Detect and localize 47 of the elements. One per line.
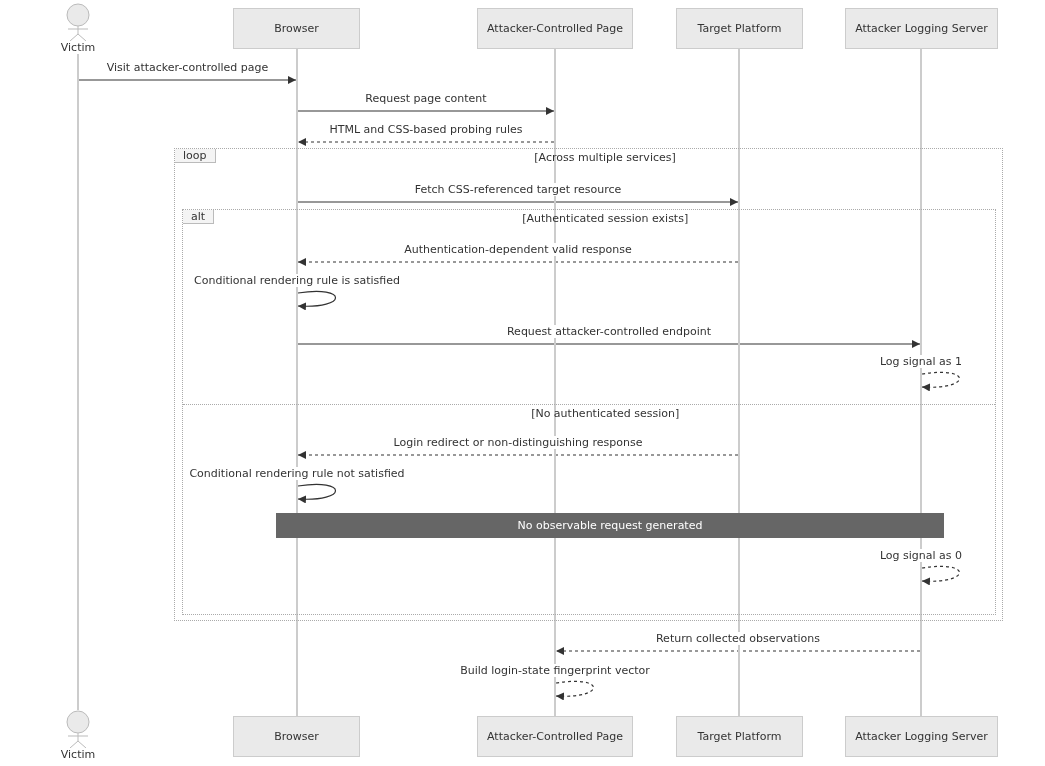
message-label: Request page content: [364, 92, 488, 105]
message-label: Return collected observations: [654, 632, 822, 645]
message-label: Log signal as 0: [878, 549, 964, 562]
participant-box: Browser: [233, 8, 360, 49]
participant-box: Target Platform: [676, 716, 803, 757]
participant-box: Browser: [233, 716, 360, 757]
self-message-arrow: [921, 565, 961, 586]
self-message-arrow: [297, 483, 337, 504]
note-bar: No observable request generated: [276, 513, 944, 538]
frame-condition: [Authenticated session exists]: [522, 212, 689, 225]
self-message-arrow: [297, 290, 337, 311]
message-label: Authentication-dependent valid response: [403, 243, 633, 256]
message-label: HTML and CSS-based probing rules: [328, 123, 524, 136]
frame-condition: [Across multiple services]: [534, 151, 676, 164]
message-label: Visit attacker-controlled page: [105, 61, 270, 74]
participant-box: Attacker-Controlled Page: [477, 716, 633, 757]
message-label: Log signal as 1: [878, 355, 964, 368]
frame-tag: alt: [183, 210, 215, 224]
lifeline: [77, 54, 79, 710]
message-label: Fetch CSS-referenced target resource: [413, 183, 623, 196]
message-label: Request attacker-controlled endpoint: [505, 325, 713, 338]
actor-label: Victim: [60, 748, 96, 761]
message-label: Conditional rendering rule not satisfied: [188, 467, 406, 480]
participant-box: Attacker Logging Server: [845, 716, 998, 757]
actor-label: Victim: [60, 41, 96, 54]
participant-box: Attacker Logging Server: [845, 8, 998, 49]
self-message-arrow: [555, 680, 595, 701]
participant-box: Target Platform: [676, 8, 803, 49]
message-arrow: [297, 198, 739, 206]
message-label: Conditional rendering rule is satisfied: [193, 274, 401, 287]
participant-box: Attacker-Controlled Page: [477, 8, 633, 49]
message-arrow: [297, 107, 555, 115]
message-arrow: [297, 258, 739, 266]
message-arrow: [297, 340, 921, 348]
message-label: Login redirect or non-distinguishing response: [392, 436, 644, 449]
message-arrow: [555, 647, 921, 655]
lifeline: [296, 49, 298, 716]
message-label: Build login-state fingerprint vector: [459, 664, 651, 677]
self-message-arrow: [921, 371, 961, 392]
message-arrow: [297, 138, 555, 146]
frame-tag: loop: [175, 149, 216, 163]
lifeline: [920, 49, 922, 716]
message-arrow: [78, 76, 297, 84]
lifeline: [738, 49, 740, 716]
message-arrow: [297, 451, 739, 459]
frame-condition: [No authenticated session]: [531, 407, 680, 420]
lifeline: [554, 49, 556, 716]
